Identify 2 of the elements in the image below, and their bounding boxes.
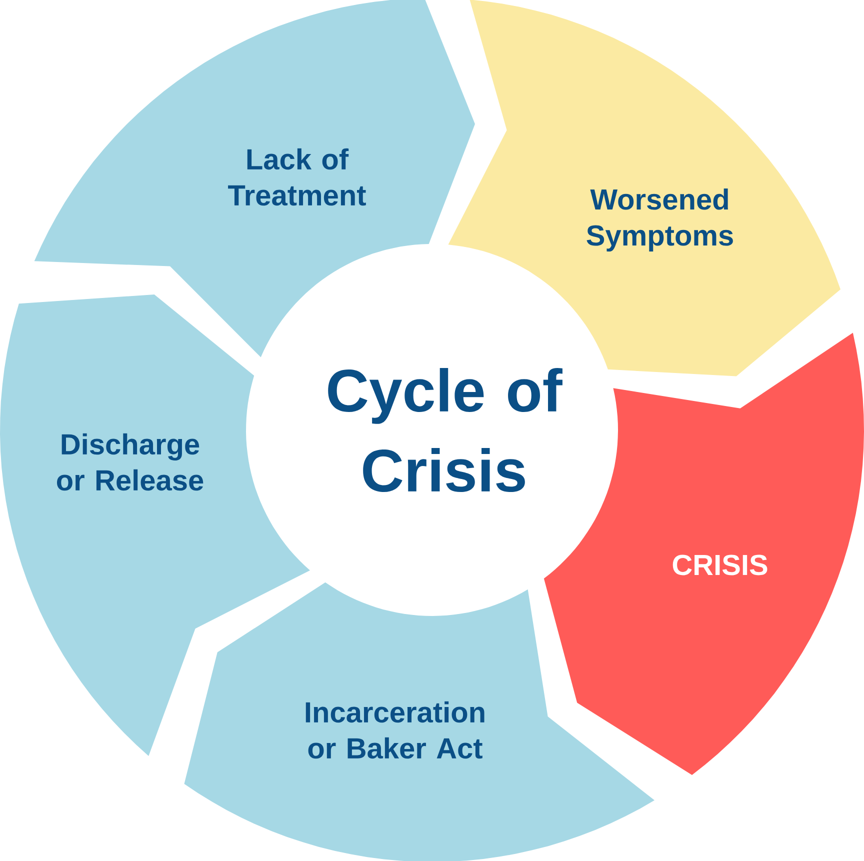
arrow-segment: Lack of Treatment xyxy=(34,0,475,358)
arrow-segment: Incarceration or Baker Act xyxy=(184,582,654,861)
